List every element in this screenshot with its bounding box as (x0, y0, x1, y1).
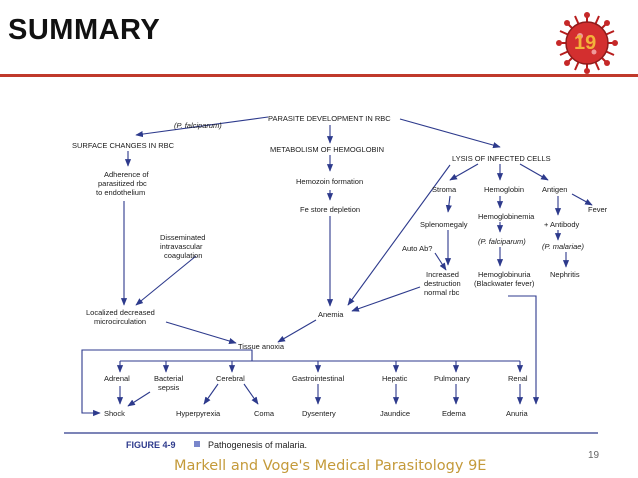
source-footer: Markell and Voge's Medical Parasitology … (174, 458, 487, 474)
node-metabolism: METABOLISM OF HEMOGLOBIN (270, 145, 384, 154)
title-divider (0, 74, 638, 77)
node-antigen: Antigen (542, 185, 567, 194)
node-increased-3: normal rbc (424, 288, 460, 297)
node-lysis: LYSIS OF INFECTED CELLS (452, 154, 551, 163)
node-pulmonary: Pulmonary (434, 374, 470, 383)
figure-label: FIGURE 4-9 (126, 440, 176, 450)
node-stroma: Stroma (432, 185, 457, 194)
node-splenomegaly: Splenomegaly (420, 220, 468, 229)
node-hyperpyrexia: Hyperpyrexia (176, 409, 221, 418)
node-pmalariae: (P. malariae) (542, 242, 584, 251)
node-localized-2: microcirculation (94, 317, 146, 326)
node-hemoglobinuria-2: (Blackwater fever) (474, 279, 535, 288)
node-bacterial-2: sepsis (158, 383, 180, 392)
node-hepatic: Hepatic (382, 374, 408, 383)
node-dysentery: Dysentery (302, 409, 336, 418)
node-adherence-3: to endothelium (96, 188, 145, 197)
node-localized-1: Localized decreased (86, 308, 155, 317)
node-adherence-2: parasitized rbc (98, 179, 147, 188)
page-number: 19 (588, 450, 600, 461)
node-root: PARASITE DEVELOPMENT IN RBC (268, 114, 391, 123)
node-coma: Coma (254, 409, 275, 418)
slide-title: SUMMARY (8, 14, 161, 46)
node-adherence-1: Adherence of (104, 170, 150, 179)
node-shock: Shock (104, 409, 125, 418)
node-tissue-anoxia: Tissue anoxia (238, 342, 285, 351)
node-increased-1: Increased (426, 270, 459, 279)
node-hemoglobinemia: Hemoglobinemia (478, 212, 535, 221)
node-anuria: Anuria (506, 409, 529, 418)
figure-caption: Pathogenesis of malaria. (208, 440, 307, 450)
virus-logo-icon (556, 12, 618, 74)
node-jaundice: Jaundice (380, 409, 410, 418)
node-surface-changes: SURFACE CHANGES IN RBC (72, 141, 175, 150)
node-dic-1: Disseminated (160, 233, 205, 242)
node-dic-2: intravascular (160, 242, 203, 251)
node-adrenal: Adrenal (104, 374, 130, 383)
node-pfalciparum-mid: (P. falciparum) (478, 237, 526, 246)
node-nephritis: Nephritis (550, 270, 580, 279)
node-fe-store: Fe store depletion (300, 205, 360, 214)
node-pfalciparum-top: (P. falciparum) (174, 121, 222, 130)
node-autoab: Auto Ab? (402, 244, 432, 253)
node-dic-3: coagulation (164, 251, 202, 260)
node-hemozoin: Hemozoin formation (296, 177, 363, 186)
node-antibody: + Antibody (544, 220, 579, 229)
node-renal: Renal (508, 374, 528, 383)
node-cerebral: Cerebral (216, 374, 245, 383)
node-fever: Fever (588, 205, 608, 214)
node-hemoglobin: Hemoglobin (484, 185, 524, 194)
badge-number: 19 (574, 32, 597, 54)
node-gastrointestinal: Gastrointestinal (292, 374, 344, 383)
node-anemia: Anemia (318, 310, 344, 319)
node-edema: Edema (442, 409, 467, 418)
node-increased-2: destruction (424, 279, 461, 288)
node-hemoglobinuria-1: Hemoglobinuria (478, 270, 531, 279)
node-bacterial-1: Bacterial (154, 374, 184, 383)
